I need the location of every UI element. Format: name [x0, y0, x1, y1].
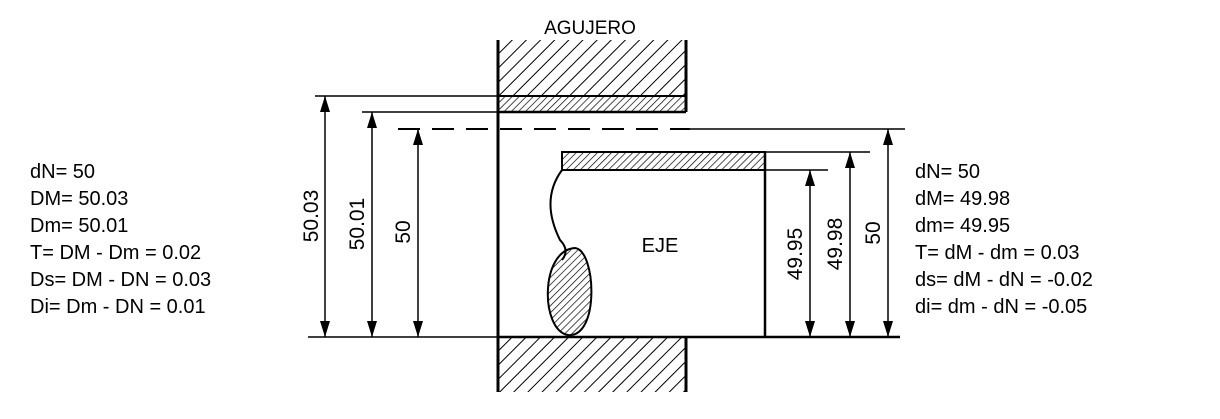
shaft-section-hatch — [546, 246, 593, 337]
shaft-spec-line: dm= 49.95 — [915, 215, 1010, 237]
shaft-part — [498, 151, 900, 339]
shaft-dim-min: 49.95 — [784, 228, 807, 281]
hole-dim-max: 50.03 — [300, 190, 323, 243]
shaft-dim-nominal: 50 — [862, 221, 885, 244]
hole-spec-line: dN= 50 — [30, 161, 95, 183]
hole-spec-line: DM= 50.03 — [30, 188, 128, 210]
shaft-spec-block: dN= 50 dM= 49.98 dm= 49.95 T= dM - dm = … — [915, 161, 1093, 318]
hole-title: AGUJERO — [544, 18, 636, 39]
shaft-spec-line: di= dm - dN = -0.05 — [915, 296, 1087, 318]
shaft-spec-line: T= dM - dm = 0.03 — [915, 242, 1080, 264]
shaft-dim-max: 49.98 — [824, 218, 847, 271]
hole-part — [496, 40, 688, 392]
shaft-tolerance-band — [561, 151, 766, 171]
shaft-spec-line: dM= 49.98 — [915, 188, 1010, 210]
hole-spec-block: dN= 50 DM= 50.03 Dm= 50.01 T= DM - Dm = … — [30, 161, 211, 318]
hole-dim-min: 50.01 — [346, 198, 369, 251]
hole-top-hatch — [498, 40, 686, 97]
hole-bottom-hatch — [498, 337, 686, 392]
shaft-spec-line: ds= dM - dN = -0.02 — [915, 269, 1093, 291]
shaft-label: EJE — [642, 235, 679, 257]
hole-spec-line: Ds= DM - DN = 0.03 — [30, 269, 211, 291]
hole-dim-nominal: 50 — [392, 220, 415, 243]
shaft-break-line — [549, 169, 567, 261]
hole-dimension-lines — [308, 95, 498, 338]
hole-spec-line: T= DM - Dm = 0.02 — [30, 242, 201, 264]
shaft-dimension-lines — [690, 128, 905, 337]
hole-spec-line: Dm= 50.01 — [30, 215, 128, 237]
hole-tolerance-band — [498, 96, 686, 112]
hole-spec-line: Di= Dm - DN = 0.01 — [30, 296, 206, 318]
shaft-spec-line: dN= 50 — [915, 161, 980, 183]
